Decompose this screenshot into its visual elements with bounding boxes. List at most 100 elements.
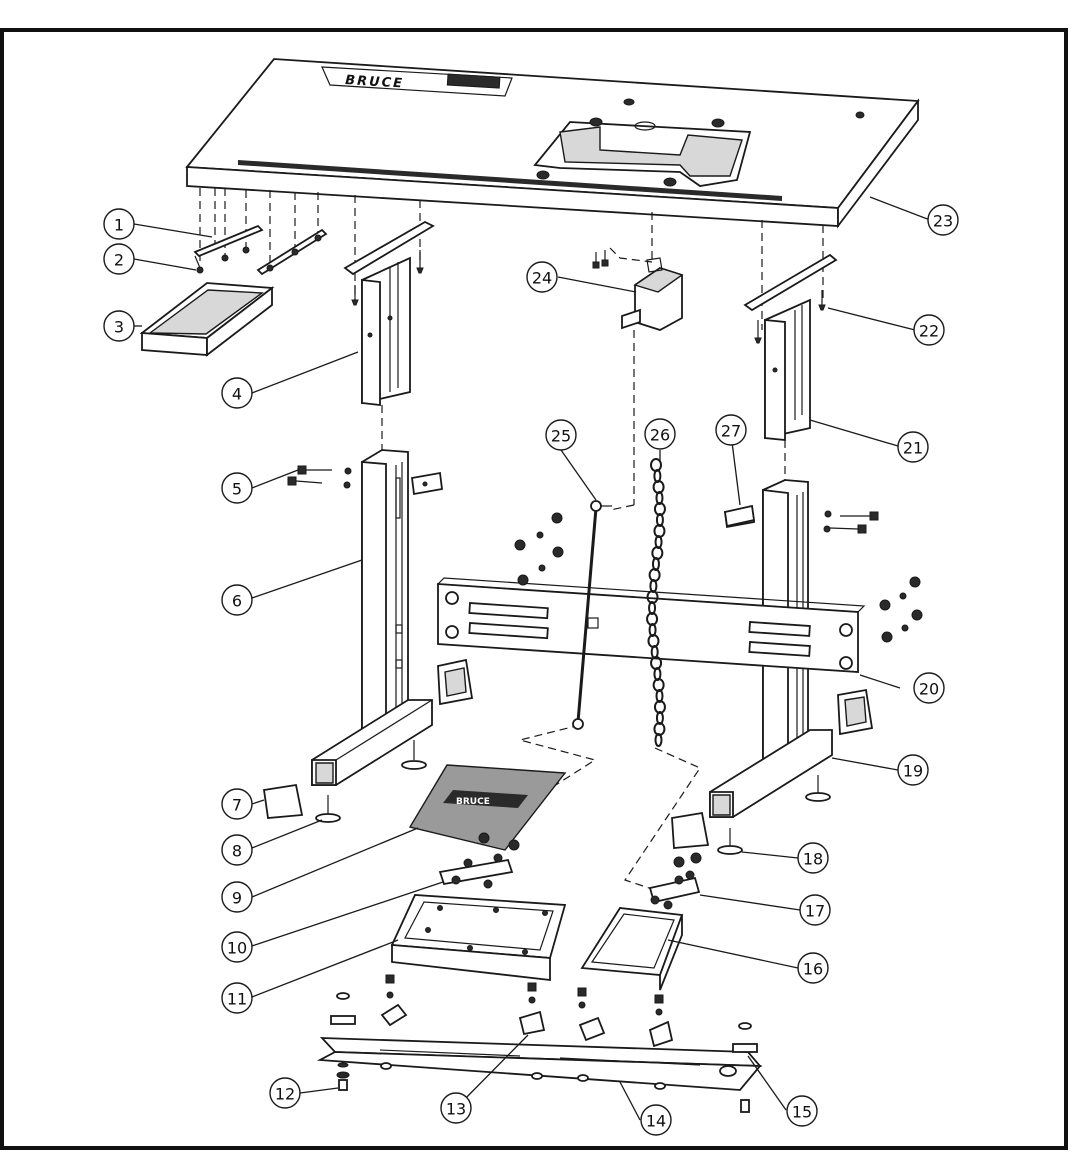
callout-21: 21 bbox=[897, 431, 929, 463]
chain-link bbox=[651, 546, 664, 560]
base-bar bbox=[316, 1037, 763, 1091]
callout-circle bbox=[715, 414, 747, 446]
switch-box bbox=[592, 250, 684, 331]
callout-number: 20 bbox=[919, 680, 939, 699]
diagram-frame bbox=[0, 28, 1068, 1150]
left-upper-leg bbox=[343, 220, 435, 407]
chain-link bbox=[654, 733, 663, 747]
pedal-left bbox=[390, 894, 567, 982]
callout-26: 26 bbox=[644, 418, 676, 450]
callout-number: 16 bbox=[803, 960, 823, 979]
drawer bbox=[139, 282, 275, 357]
callout-19: 19 bbox=[897, 754, 929, 786]
callout-17: 17 bbox=[799, 894, 831, 926]
callout-23: 23 bbox=[927, 204, 959, 236]
callout-circle bbox=[786, 1095, 818, 1127]
callout-number: 12 bbox=[275, 1085, 295, 1104]
callout-circle bbox=[103, 208, 135, 240]
callout-circle bbox=[221, 584, 253, 616]
callout-number: 3 bbox=[114, 318, 124, 337]
callout-circle bbox=[526, 261, 558, 293]
callout-circle bbox=[913, 314, 945, 346]
callout-15: 15 bbox=[786, 1095, 818, 1127]
callout-circle bbox=[545, 419, 577, 451]
callout-number: 25 bbox=[551, 427, 571, 446]
callout-number: 6 bbox=[232, 592, 242, 611]
callout-6: 6 bbox=[221, 584, 253, 616]
left-leg bbox=[311, 449, 443, 786]
callout-number: 9 bbox=[232, 889, 242, 908]
callout-number: 5 bbox=[232, 480, 242, 499]
callout-number: 1 bbox=[114, 216, 124, 235]
callout-circle bbox=[640, 1104, 672, 1136]
callout-11: 11 bbox=[221, 982, 253, 1014]
callout-24: 24 bbox=[526, 261, 558, 293]
right-leg bbox=[709, 479, 833, 818]
right-upper-leg bbox=[743, 253, 838, 441]
callout-circle bbox=[897, 431, 929, 463]
callout-circle bbox=[221, 377, 253, 409]
callout-number: 4 bbox=[232, 385, 242, 404]
callout-9: 9 bbox=[221, 881, 253, 913]
callout-circle bbox=[797, 952, 829, 984]
brand-logo-mat: BRUCE bbox=[456, 797, 490, 807]
leader-lines bbox=[133, 196, 931, 1121]
drawer-slides bbox=[193, 224, 328, 276]
callout-20: 20 bbox=[913, 672, 945, 704]
callout-number: 14 bbox=[646, 1112, 666, 1131]
foot-blocks bbox=[262, 658, 874, 855]
callout-8: 8 bbox=[221, 834, 253, 866]
callout-circle bbox=[221, 472, 253, 504]
callout-5: 5 bbox=[221, 472, 253, 504]
callout-number: 2 bbox=[114, 251, 124, 270]
callout-22: 22 bbox=[913, 314, 945, 346]
callout-number: 19 bbox=[903, 762, 923, 781]
callout-13: 13 bbox=[440, 1092, 472, 1124]
callout-number: 26 bbox=[650, 426, 670, 445]
callout-circle bbox=[269, 1077, 301, 1109]
callout-1: 1 bbox=[103, 208, 135, 240]
callout-circle bbox=[221, 982, 253, 1014]
callout-number: 10 bbox=[227, 939, 247, 958]
callout-circle bbox=[103, 310, 135, 342]
callout-27: 27 bbox=[715, 414, 747, 446]
callout-number: 27 bbox=[721, 422, 741, 441]
callout-3: 3 bbox=[103, 310, 135, 342]
chain-link bbox=[648, 568, 661, 582]
callout-2: 2 bbox=[103, 243, 135, 275]
callout-number: 18 bbox=[803, 850, 823, 869]
callout-12: 12 bbox=[269, 1077, 301, 1109]
callout-number: 22 bbox=[919, 322, 939, 341]
callout-number: 17 bbox=[805, 902, 825, 921]
fasteners bbox=[287, 465, 923, 643]
callout-18: 18 bbox=[797, 842, 829, 874]
pedal-bracket-left bbox=[438, 832, 520, 889]
cross-rail bbox=[436, 577, 866, 673]
callout-14: 14 bbox=[640, 1104, 672, 1136]
callout-number: 23 bbox=[933, 212, 953, 231]
callout-circle bbox=[221, 834, 253, 866]
chain bbox=[646, 458, 666, 747]
hinges bbox=[380, 974, 674, 1048]
callout-circle bbox=[927, 204, 959, 236]
callout-circle bbox=[897, 754, 929, 786]
bracket-plate bbox=[723, 504, 756, 528]
pedal-right bbox=[580, 907, 684, 991]
callout-circle bbox=[221, 931, 253, 963]
callout-number: 11 bbox=[227, 990, 247, 1009]
pedal-bracket-right bbox=[648, 852, 702, 910]
callout-25: 25 bbox=[545, 419, 577, 451]
callout-circle bbox=[221, 788, 253, 820]
callout-circle bbox=[440, 1092, 472, 1124]
callout-number: 8 bbox=[232, 842, 242, 861]
pitman-rod bbox=[572, 500, 612, 730]
callout-number: 24 bbox=[532, 269, 552, 288]
base-fasteners bbox=[330, 992, 758, 1113]
callout-circle bbox=[103, 243, 135, 275]
callout-circle bbox=[797, 842, 829, 874]
callout-circle bbox=[644, 418, 676, 450]
floor-mat: BRUCE bbox=[408, 764, 567, 851]
